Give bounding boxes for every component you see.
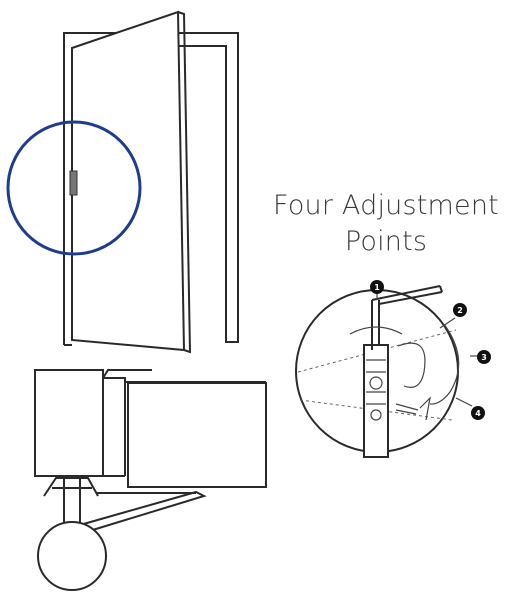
- door-leaf: [71, 10, 192, 354]
- highlight-circle: [6, 120, 142, 256]
- caption-line-1: Four Adjustment: [273, 190, 499, 221]
- svg-text:1: 1: [374, 283, 380, 292]
- svg-text:4: 4: [475, 409, 481, 418]
- svg-text:3: 3: [481, 353, 487, 362]
- svg-text:2: 2: [457, 306, 463, 315]
- adjustment-badge-2: 2: [453, 303, 467, 317]
- closer-section: [34, 369, 267, 591]
- adjustment-badge-3: 3: [477, 350, 491, 364]
- adjustment-detail: [295, 285, 478, 458]
- adjustment-badge-1: 1: [370, 280, 384, 294]
- adjustment-caption: Four Adjustment Points: [266, 188, 506, 260]
- caption-line-2: Points: [344, 226, 428, 257]
- hinge: [69, 170, 78, 196]
- adjustment-badge-4: 4: [471, 406, 485, 420]
